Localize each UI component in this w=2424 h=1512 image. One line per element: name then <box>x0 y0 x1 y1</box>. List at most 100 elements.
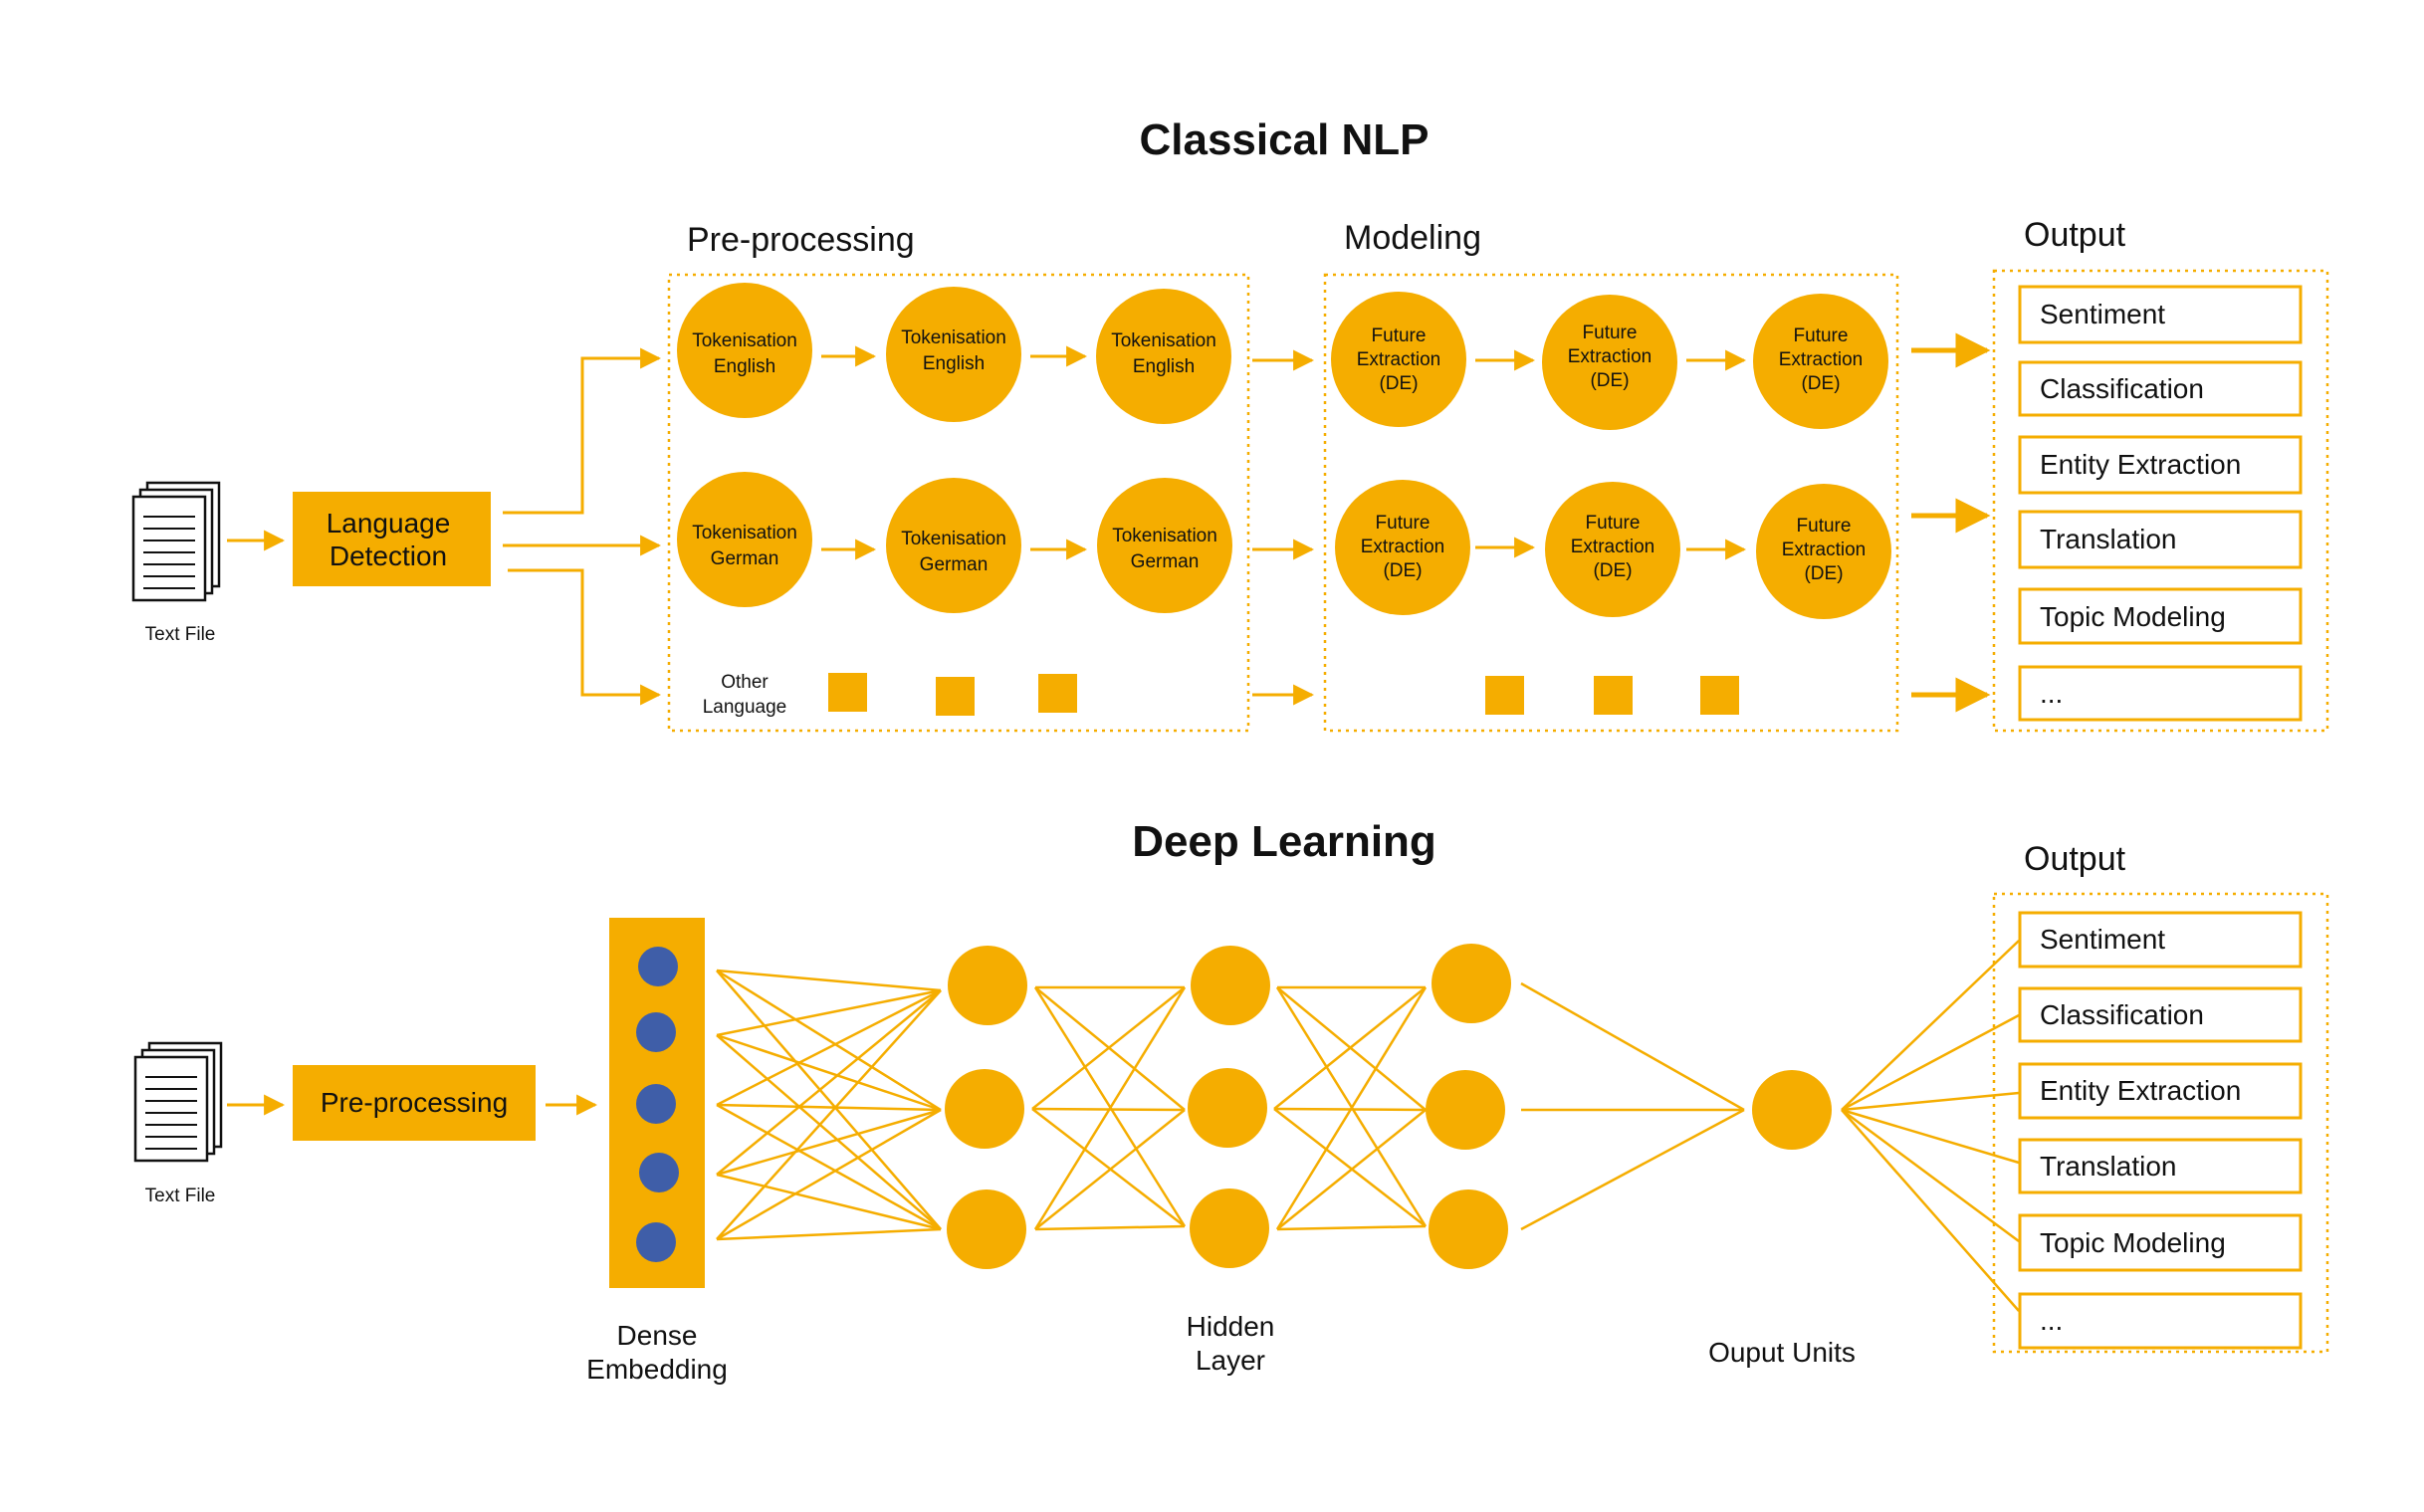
svg-text:...: ... <box>2040 678 2063 709</box>
embedding-unit <box>638 947 678 986</box>
svg-text:Topic Modeling: Topic Modeling <box>2040 601 2226 632</box>
svg-text:Translation: Translation <box>2040 524 2176 554</box>
modeling-arrows <box>1475 349 1747 560</box>
svg-text:Tokenisation: Tokenisation <box>901 529 1006 549</box>
svg-text:Future: Future <box>1376 513 1431 534</box>
svg-text:Entity Extraction: Entity Extraction <box>2040 449 2241 480</box>
output-item-entity-extraction: Entity Extraction <box>2018 1062 2303 1120</box>
dense-embedding-column <box>609 918 705 1288</box>
svg-text:Language: Language <box>327 508 451 539</box>
svg-text:...: ... <box>2040 1305 2063 1336</box>
deep-preprocessing-box: Pre-processing <box>293 1065 536 1141</box>
svg-text:Tokenisation: Tokenisation <box>901 327 1006 348</box>
svg-text:Tokenisation: Tokenisation <box>1112 526 1217 546</box>
other-language-label: Other <box>721 672 769 693</box>
output-item-translation: Translation <box>2018 1138 2303 1194</box>
feature-extraction-node: Future Extraction (DE) <box>1756 484 1891 619</box>
svg-text:Future: Future <box>1794 325 1849 346</box>
hidden-layer-neurons <box>945 944 1511 1269</box>
svg-text:Future: Future <box>1586 513 1641 534</box>
deep-output-label: Output <box>2024 840 2126 878</box>
svg-text:English: English <box>714 356 775 377</box>
svg-text:(DE): (DE) <box>1383 560 1422 581</box>
feature-extraction-node: Future Extraction (DE) <box>1331 292 1466 427</box>
neuron <box>1426 1070 1505 1150</box>
output-item-classification: Classification <box>2018 986 2303 1043</box>
svg-text:Embedding: Embedding <box>586 1354 728 1385</box>
deep-title: Deep Learning <box>1132 817 1436 866</box>
other-language-square <box>828 673 867 712</box>
svg-text:German: German <box>1131 551 1200 572</box>
output-item-translation: Translation <box>2018 510 2303 569</box>
svg-text:Translation: Translation <box>2040 1151 2176 1182</box>
tokenisation-german-node: Tokenisation German <box>886 478 1021 613</box>
svg-text:English: English <box>1133 356 1195 377</box>
svg-text:(DE): (DE) <box>1593 560 1632 581</box>
neuron <box>945 1069 1024 1149</box>
other-language-model-square <box>1594 676 1633 715</box>
embedding-label: Dense <box>617 1320 698 1351</box>
feature-extraction-node: Future Extraction (DE) <box>1542 295 1677 430</box>
svg-text:Sentiment: Sentiment <box>2040 299 2165 329</box>
output-item-topic-modeling: Topic Modeling <box>2018 1213 2303 1272</box>
svg-text:Extraction: Extraction <box>1571 537 1654 557</box>
output-item-sentiment: Sentiment <box>2018 285 2303 344</box>
deep-learning-section: Deep Learning Text File Pre-processing D… <box>133 817 2329 1385</box>
classical-nlp-section: Classical NLP Text File Language Detecti… <box>131 115 2329 733</box>
svg-text:Classification: Classification <box>2040 999 2204 1030</box>
tokenisation-english-node: Tokenisation English <box>1096 289 1231 424</box>
embedding-unit <box>639 1153 679 1192</box>
classical-output-container <box>1992 269 2329 733</box>
output-item-more: ... <box>2018 665 2303 722</box>
tokenisation-german-node: Tokenisation German <box>677 472 812 607</box>
svg-text:Pre-processing: Pre-processing <box>321 1087 508 1118</box>
classical-output-label: Output <box>2024 216 2126 254</box>
svg-text:Entity Extraction: Entity Extraction <box>2040 1075 2241 1106</box>
feature-extraction-node: Future Extraction (DE) <box>1545 482 1680 617</box>
preprocessing-label: Pre-processing <box>687 221 915 259</box>
svg-text:(DE): (DE) <box>1801 373 1840 394</box>
svg-text:Tokenisation: Tokenisation <box>692 330 797 351</box>
svg-text:English: English <box>923 353 985 374</box>
modeling-container <box>1323 273 1899 733</box>
deep-output-container <box>1992 892 2329 1354</box>
output-item-sentiment: Sentiment <box>2018 911 2303 969</box>
neuron <box>1191 946 1270 1025</box>
hidden-layer-label: Hidden <box>1187 1311 1275 1342</box>
svg-text:German: German <box>920 554 989 575</box>
text-file-icon <box>131 481 221 602</box>
neuron <box>947 1189 1026 1269</box>
svg-text:(DE): (DE) <box>1590 370 1629 391</box>
language-routing-arrows <box>503 347 662 706</box>
modeling-label: Modeling <box>1344 219 1481 257</box>
embedding-unit <box>636 1222 676 1262</box>
output-item-entity-extraction: Entity Extraction <box>2018 435 2303 495</box>
output-units-label: Ouput Units <box>1708 1337 1856 1368</box>
svg-text:Layer: Layer <box>1196 1345 1265 1376</box>
svg-text:Topic Modeling: Topic Modeling <box>2040 1227 2226 1258</box>
other-language-square <box>1038 674 1077 713</box>
svg-text:Extraction: Extraction <box>1357 349 1440 370</box>
other-language-model-square <box>1700 676 1739 715</box>
svg-text:Tokenisation: Tokenisation <box>692 523 797 543</box>
tokenisation-german-node: Tokenisation German <box>1097 478 1232 613</box>
other-language-square <box>936 677 975 716</box>
preprocessing-container <box>667 273 1250 733</box>
svg-text:Classification: Classification <box>2040 373 2204 404</box>
output-unit-neuron <box>1752 1070 1832 1150</box>
svg-text:Language: Language <box>703 697 787 718</box>
feature-extraction-node: Future Extraction (DE) <box>1753 294 1888 429</box>
classical-output-list: Sentiment Classification Entity Extracti… <box>2018 285 2303 722</box>
svg-text:Sentiment: Sentiment <box>2040 924 2165 955</box>
feature-extraction-node: Future Extraction (DE) <box>1335 480 1470 615</box>
deep-input-label: Text File <box>145 1186 216 1206</box>
svg-text:(DE): (DE) <box>1379 373 1418 394</box>
svg-text:(DE): (DE) <box>1804 563 1843 584</box>
svg-text:Future: Future <box>1583 323 1638 343</box>
preprocessing-to-modeling-arrows <box>1252 349 1315 706</box>
classical-title: Classical NLP <box>1139 115 1429 164</box>
text-file-icon <box>133 1041 223 1163</box>
svg-text:Extraction: Extraction <box>1568 346 1652 367</box>
svg-text:German: German <box>711 548 779 569</box>
